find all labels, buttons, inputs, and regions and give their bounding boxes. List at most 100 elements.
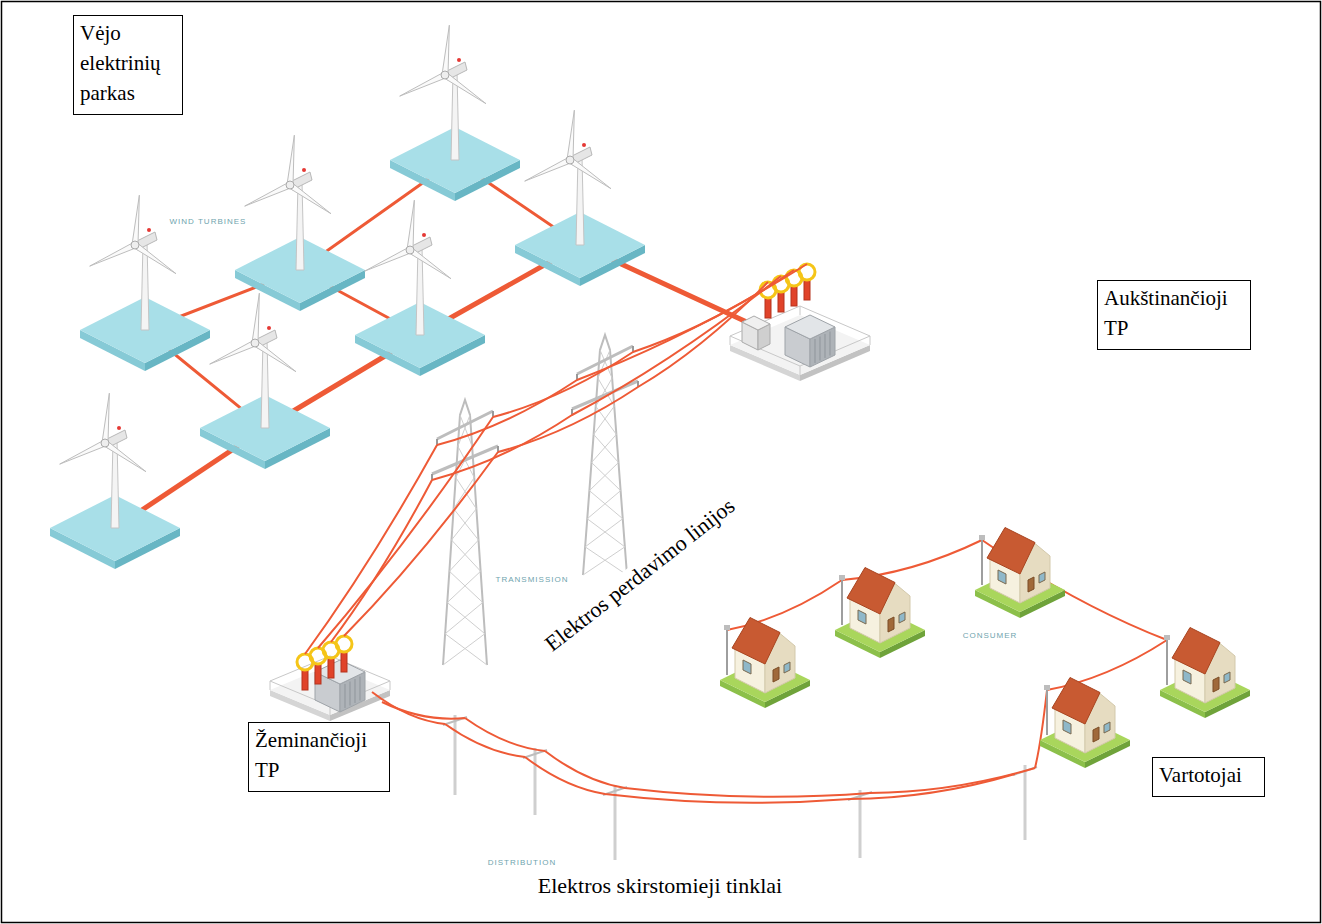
- section-caption: TRANSMISSION: [496, 575, 569, 585]
- lamp-post: [726, 630, 728, 675]
- turbine-blade: [287, 135, 294, 185]
- pylon-brace: [447, 571, 480, 602]
- step-down-substation: [270, 636, 390, 721]
- lamp-head: [979, 535, 985, 540]
- label-box: Vėjo elektrinių parkas: [73, 15, 183, 115]
- pylon-brace: [452, 509, 477, 540]
- lamp-post: [1166, 640, 1168, 685]
- bushing: [765, 298, 771, 318]
- turbine-hub: [566, 156, 574, 164]
- house-roof: [1172, 628, 1220, 675]
- warning-light: [117, 426, 121, 430]
- house-window: [1039, 572, 1045, 583]
- radiator-fin: [355, 679, 356, 703]
- lamp-post: [981, 540, 983, 585]
- house-roof: [987, 528, 1035, 575]
- pylon-leg: [583, 335, 627, 575]
- section-caption: DISTRIBUTION: [488, 858, 556, 868]
- label-box: Aukštinančioji TP: [1097, 280, 1251, 350]
- pylon-brace: [445, 634, 487, 665]
- step-down-fence-post: [270, 681, 271, 690]
- turbine-hub: [131, 241, 139, 249]
- turbine-blade: [90, 242, 137, 266]
- house-roof: [847, 568, 895, 615]
- house-door: [888, 617, 894, 632]
- turbine-hub: [251, 339, 259, 347]
- transmission-wire: [331, 276, 781, 642]
- turbine-blade: [525, 157, 572, 181]
- lamp-head: [839, 575, 845, 580]
- house-window: [998, 570, 1006, 584]
- section-caption: CONSUMER: [963, 631, 1018, 641]
- turbine-hub: [286, 181, 294, 189]
- house-window: [1104, 722, 1110, 733]
- house-door: [1028, 577, 1034, 592]
- lamp-head: [1164, 635, 1170, 640]
- service-wires: [727, 540, 1167, 768]
- distribution-wire: [372, 692, 1015, 803]
- pylon-brace: [587, 519, 625, 547]
- distribution-network: [372, 692, 1037, 860]
- turbine-blade: [252, 293, 259, 343]
- bushing: [341, 652, 347, 672]
- house-window: [743, 660, 751, 674]
- utility-pole: [859, 790, 862, 858]
- step-up-fence-post: [800, 366, 801, 375]
- house-door: [773, 667, 779, 682]
- lamp-head: [1044, 685, 1050, 690]
- pylon-brace: [585, 547, 627, 575]
- transmission-wire: [344, 282, 768, 636]
- box-label: Žeminančioji TP: [255, 725, 367, 785]
- lamp-post: [841, 580, 843, 625]
- box-label: Vartotojai: [1159, 760, 1242, 790]
- network-label: Elektros skirstomieji tinklai: [538, 873, 782, 899]
- label-box: Vartotojai: [1152, 757, 1265, 797]
- pylon-brace: [443, 634, 485, 665]
- utility-pole: [534, 748, 537, 815]
- pylon-brace: [589, 491, 622, 519]
- turbine-blade: [210, 340, 257, 364]
- pylon-brace: [447, 603, 485, 634]
- bushing: [302, 670, 308, 690]
- pylon-brace: [600, 350, 612, 378]
- box-label: Aukštinančioji TP: [1104, 283, 1228, 343]
- house-window: [858, 610, 866, 624]
- pylon-arm: [437, 411, 493, 439]
- transformer-tank: [785, 315, 835, 339]
- turbine-blade: [442, 25, 449, 75]
- house-window: [1183, 670, 1191, 684]
- bushing: [315, 664, 321, 684]
- transmission-wires: [305, 264, 807, 654]
- pylon-leg: [443, 400, 487, 665]
- turbine-blade: [443, 73, 486, 104]
- box-label: Vėjo elektrinių parkas: [80, 18, 160, 108]
- turbine-blade: [408, 248, 451, 279]
- turbine-blade: [102, 393, 109, 443]
- pylon-brace: [587, 491, 620, 519]
- warning-light: [457, 58, 461, 62]
- warning-light: [267, 326, 271, 330]
- bushing: [791, 286, 797, 306]
- house-door: [1213, 677, 1219, 692]
- radiator-fin: [830, 332, 831, 356]
- house-window: [1063, 720, 1071, 734]
- turbine-hub: [441, 71, 449, 79]
- radiator-fin: [345, 684, 346, 708]
- pylon-brace: [592, 463, 621, 491]
- insulator-loop: [336, 636, 352, 652]
- distribution-wire: [382, 702, 1035, 797]
- pylon-brace: [458, 415, 470, 446]
- warning-light: [147, 228, 151, 232]
- service-wire: [1047, 640, 1167, 690]
- turbine-hub: [101, 439, 109, 447]
- turbine-blade: [407, 200, 414, 250]
- radiator-fin: [360, 677, 361, 701]
- step-up-fence: [730, 306, 870, 366]
- service-wire: [1035, 690, 1047, 768]
- bushing: [328, 658, 334, 678]
- turbine-blade: [400, 72, 447, 96]
- transmission-wire: [305, 264, 807, 654]
- house-window: [899, 612, 905, 623]
